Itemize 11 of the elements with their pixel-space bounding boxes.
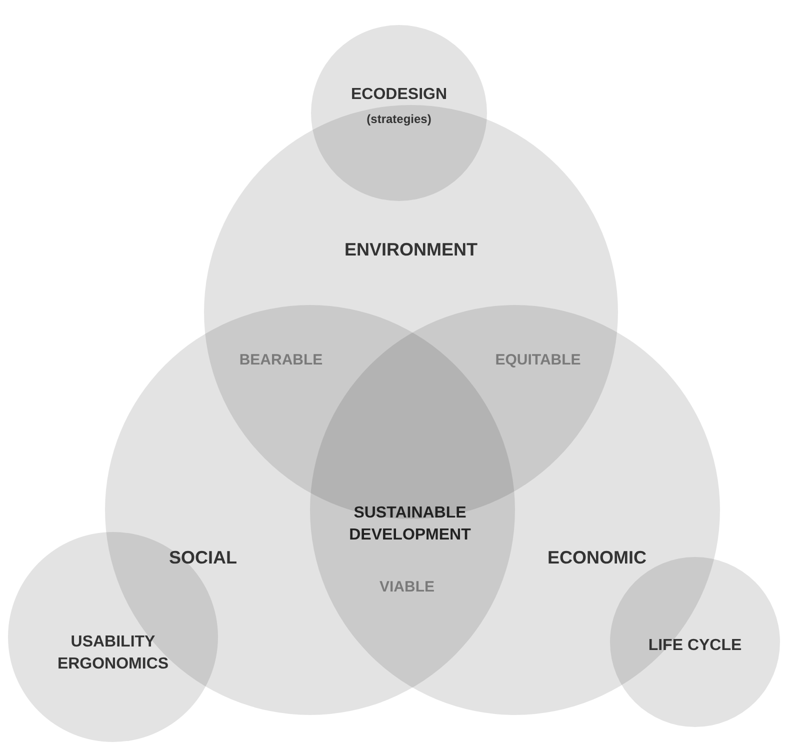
circle-title: ECONOMIC bbox=[548, 548, 646, 568]
overlap-label: BEARABLE bbox=[239, 352, 323, 368]
circle-title: ECODESIGN bbox=[351, 86, 447, 104]
circle-title: ENVIRONMENT bbox=[344, 240, 478, 260]
circle-title: SOCIAL bbox=[169, 548, 237, 568]
circle-subtitle: (strategies) bbox=[366, 112, 432, 126]
circle-title: LIFE CYCLE bbox=[648, 637, 742, 655]
overlap-label: VIABLE bbox=[380, 578, 434, 596]
overlap-label: EQUITABLE bbox=[495, 352, 581, 368]
center-label: SUSTAINABLE DEVELOPMENT bbox=[348, 504, 472, 546]
circle-title: USABILITY ERGONOMICS bbox=[56, 632, 170, 674]
